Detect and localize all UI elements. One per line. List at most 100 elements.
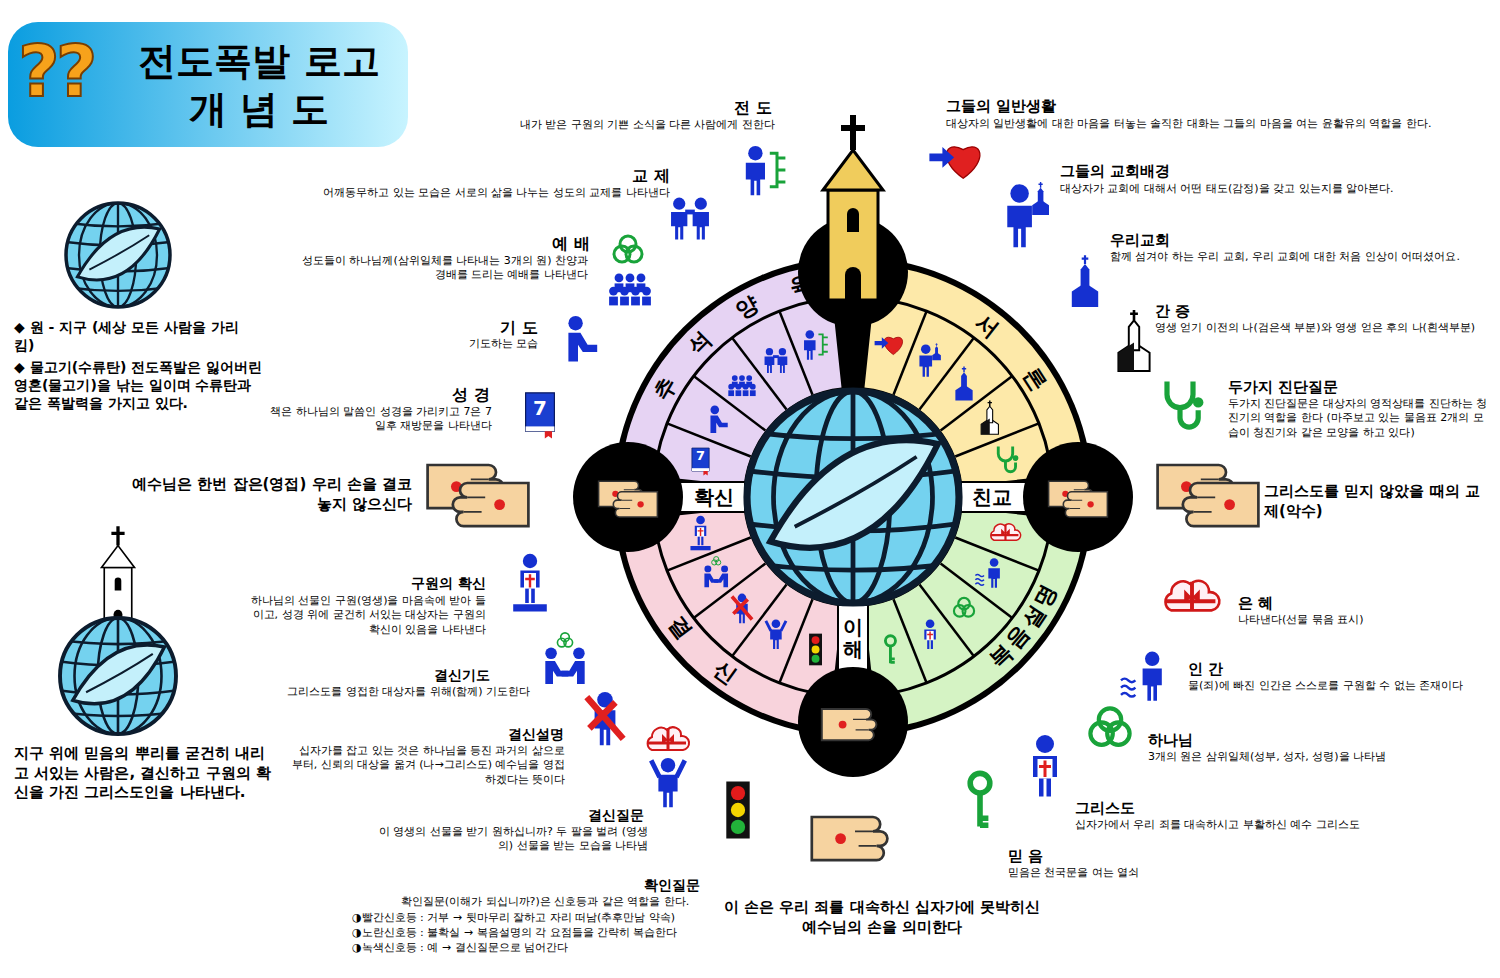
shake-icon <box>453 483 529 526</box>
waterperson-icon <box>1121 679 1135 697</box>
church-tower <box>845 267 861 300</box>
church-tower <box>115 577 122 590</box>
crosscarry-icon <box>587 697 623 739</box>
group-icon <box>736 384 742 390</box>
globe-fish-emblem <box>60 618 176 734</box>
personbook-icon <box>520 554 539 603</box>
steth-icon <box>1180 408 1198 428</box>
group-icon <box>609 297 618 306</box>
steth-icon <box>998 447 1012 461</box>
shake-icon <box>453 483 529 526</box>
personchurch-icon <box>932 343 941 360</box>
shake-icon <box>1070 500 1083 508</box>
shake-icon <box>613 492 657 517</box>
wheel <box>920 338 974 410</box>
item-heading: 기 도 <box>340 318 538 339</box>
personchurch-icon <box>919 343 940 377</box>
crossman-icon <box>927 632 933 640</box>
traffic-icon <box>726 781 749 838</box>
churchb-icon <box>955 367 972 401</box>
group-icon <box>732 375 738 381</box>
traffic-icon <box>731 820 745 834</box>
arrows-icon <box>746 146 786 195</box>
key-icon <box>980 793 988 827</box>
crosscarry-icon <box>587 692 623 745</box>
personbook-icon <box>523 554 537 568</box>
gift-icon <box>648 727 689 750</box>
gift-icon <box>648 728 686 750</box>
item-description: 내가 받은 구원의 기쁜 소식을 다른 사람에게 전한다 <box>440 118 775 132</box>
globe-fish-emblem <box>747 431 959 438</box>
kneel2-icon <box>704 565 718 587</box>
kneel2-icon <box>704 557 728 588</box>
armsup-icon <box>766 619 786 649</box>
globe-fish-emblem <box>66 203 170 307</box>
church-tower <box>841 115 865 150</box>
group-icon <box>631 287 640 296</box>
book-icon <box>526 393 555 439</box>
two-icon <box>671 198 709 240</box>
wheel <box>1023 442 1133 552</box>
traffic-icon <box>812 655 820 663</box>
gift-icon <box>1001 529 1010 536</box>
kneel2-icon <box>562 648 585 684</box>
section-letter: 신 <box>710 657 741 688</box>
churcho-icon <box>1118 342 1134 371</box>
personchurch-icon <box>919 355 932 376</box>
personchurch-icon <box>1007 182 1049 247</box>
gift-icon <box>648 727 689 750</box>
wheel <box>732 338 786 410</box>
arrows-icon <box>746 146 765 195</box>
key-icon <box>885 636 895 663</box>
group-icon <box>728 390 734 396</box>
crossman-icon <box>1038 759 1053 779</box>
kneel-icon <box>710 416 727 433</box>
item-heading: 그리스도를 믿지 않았을 때의 교제(악수) <box>1264 482 1494 521</box>
two-icon <box>673 198 685 210</box>
armsup-icon <box>651 758 685 807</box>
trinity-icon <box>626 246 642 262</box>
group-icon <box>743 384 749 390</box>
shake-icon <box>1194 497 1216 511</box>
churchb-icon <box>1081 264 1090 289</box>
waterperson-icon <box>988 568 1000 587</box>
group-icon <box>631 297 640 306</box>
churcho-icon <box>981 418 998 434</box>
churcho-icon <box>981 418 990 434</box>
wheel <box>893 311 926 395</box>
churcho-icon <box>988 400 992 406</box>
group-icon <box>743 390 749 396</box>
waterperson-icon <box>975 558 999 588</box>
shake-icon <box>1183 483 1259 526</box>
personbook-icon <box>525 574 535 587</box>
steth-icon <box>998 447 1018 472</box>
shake-icon <box>620 500 633 508</box>
shake-icon <box>1087 501 1093 507</box>
shake-icon <box>613 492 657 517</box>
item-heading: 믿 음 <box>1008 847 1208 867</box>
item-description: 십자가를 잡고 있는 것은 하나님을 등진 과거의 삶으로부터, 신뢰의 대상을… <box>290 744 565 787</box>
group-icon <box>728 384 734 390</box>
personbook-icon <box>690 516 710 551</box>
globe-fish-emblem <box>747 391 959 603</box>
item-heading: 결신질문 <box>480 806 644 824</box>
item-heading: 우리교회 <box>1110 231 1310 251</box>
traffic-icon <box>731 803 745 817</box>
item-description: 하나님의 선물인 구원(영생)을 마음속에 받아 들이고, 성경 위에 굳건히 … <box>250 594 486 637</box>
traffic-icon <box>812 636 820 644</box>
trinity-icon <box>963 605 975 617</box>
shake-icon <box>464 497 486 511</box>
personchurch-icon <box>1007 184 1032 247</box>
personbook-icon <box>520 571 539 603</box>
globe-fish-emblem <box>66 203 170 307</box>
item-heading: 그들의 일반생활 <box>946 97 1246 117</box>
waterperson-icon <box>988 558 1000 588</box>
group-icon <box>728 375 755 396</box>
kneel2-icon <box>562 661 585 684</box>
item-description: 나타낸다(선물 묶음 표시) <box>1238 613 1488 627</box>
two-icon <box>766 348 773 355</box>
church-tower <box>823 115 883 300</box>
kneel2-icon <box>557 633 572 647</box>
armsup-icon <box>661 758 675 772</box>
crosscarry-icon <box>732 594 752 624</box>
